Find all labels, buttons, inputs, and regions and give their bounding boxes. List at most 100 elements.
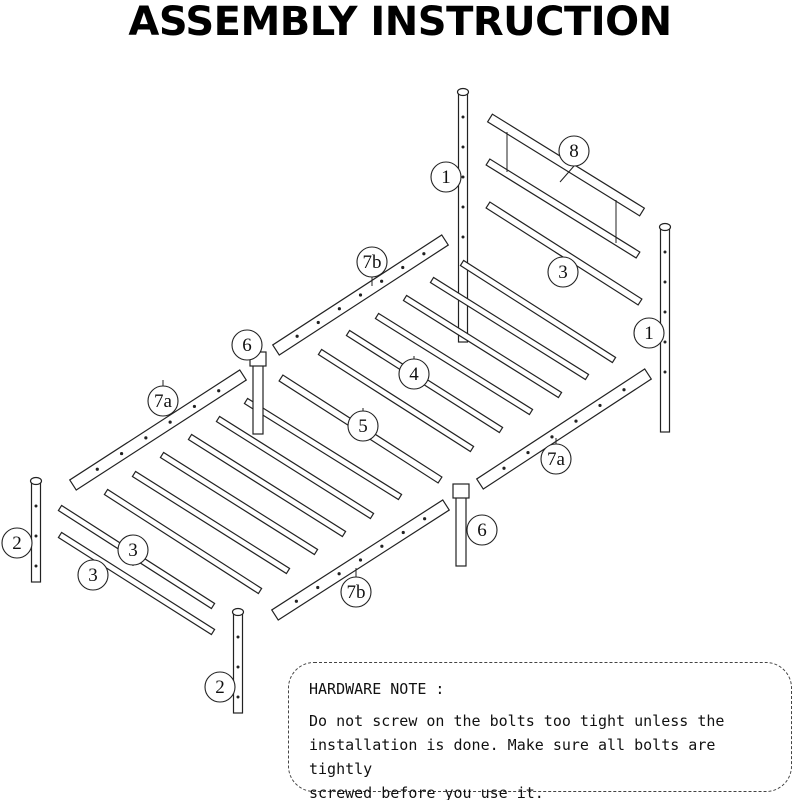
headboard-post-left [456,87,470,343]
slat-6 [243,397,403,501]
bolt-hole [316,320,320,325]
label-foot-rail-lower-text: 3 [88,565,98,586]
label-side-rail-7b-lower-text: 7b [347,582,366,603]
bolt-hole [401,530,405,535]
bolt-hole [236,635,240,639]
label-side-rail-7a-left-text: 7a [154,391,173,412]
side-rail-7b-upper [271,234,450,356]
label-foot-post-right: 2 [204,671,236,703]
slat-11 [103,488,263,595]
label-head-post-right-text: 1 [644,323,654,344]
bolt-hole [34,504,38,508]
slat-9 [159,451,319,556]
page-title: ASSEMBLY INSTRUCTION [128,0,672,45]
headboard-lower-rail [485,201,643,306]
label-center-leg-right: 6 [466,514,498,546]
bolt-hole [550,435,554,439]
label-slat: 4 [398,358,430,390]
bolt-hole [34,564,38,568]
bolt-hole [337,572,341,576]
bolt-hole [168,420,172,424]
hardware-note-line: screwed before you use it. [309,784,544,800]
bolt-hole [401,265,405,270]
footboard-post-right [231,607,245,714]
footboard-post-left [29,476,43,583]
label-center-leg-left-text: 6 [242,335,252,356]
bolt-hole [663,280,667,284]
label-foot-post-left: 2 [1,527,33,559]
label-head-post-right: 1 [633,317,665,349]
label-foot-rail-upper-text: 3 [128,540,138,561]
bolt-hole [663,370,667,374]
bolt-hole [236,665,240,669]
bolt-hole [316,585,320,590]
label-center-leg-left: 6 [231,329,263,361]
bolt-hole [95,467,99,471]
bolt-hole [461,175,465,179]
bolt-hole [461,115,465,119]
label-side-rail-7b-upper: 7b [356,246,388,278]
bolt-hole [526,450,530,455]
label-side-rail-7b-upper-text: 7b [363,252,382,273]
bolt-hole [294,599,298,603]
hardware-note-box: HARDWARE NOTE : Do not screw on the bolt… [288,662,792,800]
bolt-hole [236,695,240,699]
side-rail-7a-left [68,369,248,491]
hardware-note-line: installation is done. Make sure all bolt… [309,736,716,778]
bolt-hole [337,307,341,311]
side-rail-7a-right [475,368,653,490]
bolt-hole [358,293,363,297]
hardware-note-title: HARDWARE NOTE : [309,680,445,698]
bolt-hole [295,334,299,338]
label-head-post-left: 1 [430,161,462,193]
label-center-beam: 5 [347,410,379,442]
hardware-note-line: Do not screw on the bolts too tight unle… [309,712,725,730]
label-side-rail-7b-lower: 7b [340,576,372,608]
bolt-hole [663,250,667,254]
bolt-hole [119,451,124,456]
label-head-panel-text: 8 [569,141,579,162]
bolt-hole [461,235,465,239]
headboard-bottom-rail [459,259,617,364]
center-leg-bracket [452,483,470,499]
label-head-rail-lower: 3 [547,256,579,288]
bolt-hole [622,388,626,392]
label-center-leg-right-text: 6 [477,520,487,541]
leader-line [559,165,575,183]
label-head-rail-lower-text: 3 [558,262,568,283]
bolt-hole [217,389,221,393]
bolt-hole [192,404,197,409]
hardware-note-body: Do not screw on the bolts too tight unle… [309,709,771,800]
bolt-hole [461,145,465,149]
center-leg-left [251,357,265,435]
bolt-hole [380,279,384,283]
bolt-hole [380,544,384,548]
side-rail-7b-lower [270,499,451,621]
slat-3 [374,312,534,416]
slat-2 [402,294,563,399]
label-foot-post-left-text: 2 [12,533,22,554]
bolt-hole [502,466,506,470]
bolt-hole [461,205,465,209]
bolt-hole [423,517,427,521]
headboard-top-rail [486,113,646,217]
label-head-panel: 8 [558,135,590,167]
center-leg-right [454,487,468,567]
bolt-hole [422,252,426,256]
bolt-hole [574,419,578,423]
headboard-middle-rail [485,158,641,259]
label-side-rail-7a-left: 7a [147,385,179,417]
slat-7 [215,415,375,520]
label-head-post-left-text: 1 [441,167,451,188]
slat-8 [187,433,347,538]
label-foot-rail-lower: 3 [77,559,109,591]
bolt-hole [663,340,667,344]
label-center-beam-text: 5 [358,416,368,437]
leader-line [554,251,564,258]
slat-5 [317,348,475,453]
label-slat-text: 4 [409,364,419,385]
bolt-hole [358,558,363,562]
slat-10 [131,470,291,575]
